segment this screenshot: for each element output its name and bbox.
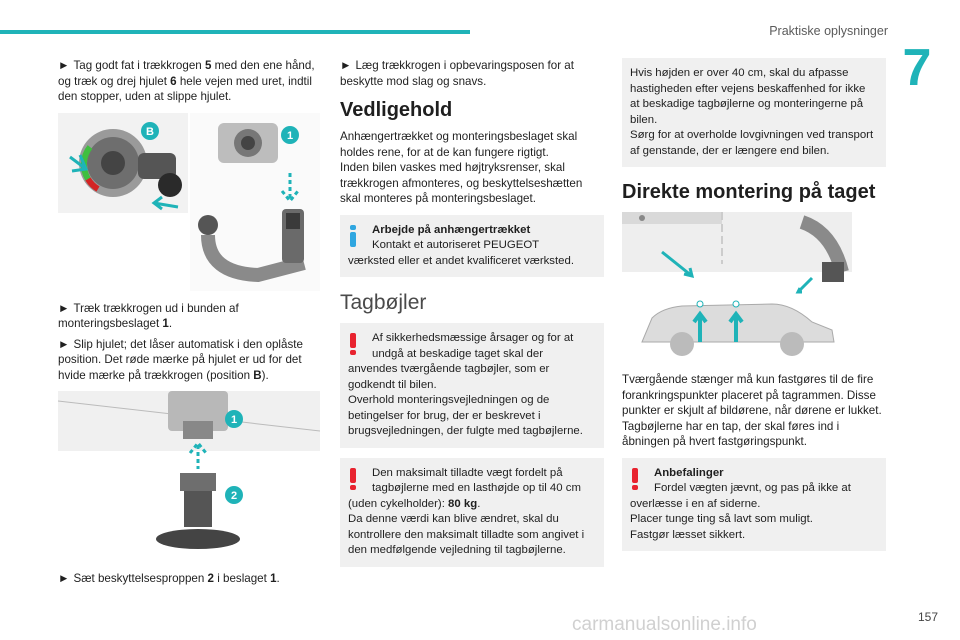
instruction-step-5: ►Læg trækkrogen i opbevaringsposen for a… xyxy=(340,59,574,88)
warning-box-roof-bars: Af sikkerhedsmæssige årsager og for at u… xyxy=(340,323,604,448)
info-icon xyxy=(350,224,356,247)
heading-roof-bars: Tagbøjler xyxy=(340,291,427,314)
header-accent-bar xyxy=(0,30,470,34)
column-right: Hvis højden er over 40 cm, skal du afpas… xyxy=(622,58,886,561)
instruction-step-3: ►Slip hjulet; det låser automatisk i den… xyxy=(58,337,303,382)
label-b-marker: B xyxy=(146,126,154,138)
section-title: Praktiske oplysninger xyxy=(769,24,888,38)
roof-mounting-text-1: Tværgående stænger må kun fastgøres til … xyxy=(622,373,882,417)
label-2-marker: 2 xyxy=(231,490,237,502)
roof-mounting-illustration xyxy=(622,212,852,356)
instruction-step-2: ►Træk trækkrogen ud i bunden af monterin… xyxy=(58,301,239,331)
label-1-marker: 1 xyxy=(231,414,237,426)
instruction-step-4: ►Sæt beskyttelsesproppen 2 i beslaget 1. xyxy=(58,572,280,585)
warning-icon xyxy=(632,467,638,490)
maintenance-text-2: Inden bilen vaskes med højtryksrenser, s… xyxy=(340,161,583,205)
maintenance-text-1: Anhængertrækket og monteringsbeslaget sk… xyxy=(340,130,578,159)
warning-box-recommendations: Anbefalinger Fordel vægten jævnt, og pas… xyxy=(622,457,886,551)
warning-icon xyxy=(350,467,356,490)
page-number: 157 xyxy=(917,610,938,624)
towbar-removal-illustration: B 1 xyxy=(58,112,320,291)
warning-box-max-weight: Den maksimalt tilladte vægt fordelt på t… xyxy=(340,457,604,567)
protective-plug-illustration: 1 2 xyxy=(58,391,320,549)
label-1-marker: 1 xyxy=(287,130,293,142)
heading-maintenance: Vedligehold xyxy=(340,99,453,121)
bullet-arrow-icon: ► xyxy=(340,59,352,72)
instruction-step-1: ►Tag godt fat i trækkrogen 5 med den ene… xyxy=(58,59,315,103)
column-middle: ►Læg trækkrogen i opbevaringsposen for a… xyxy=(340,58,604,577)
bullet-arrow-icon: ► xyxy=(58,301,70,315)
column-left: ►Tag godt fat i trækkrogen 5 med den ene… xyxy=(58,58,320,592)
note-box-load-height: Hvis højden er over 40 cm, skal du afpas… xyxy=(622,58,886,167)
watermark: carmanualsonline.info xyxy=(572,614,757,635)
warning-icon xyxy=(350,333,356,355)
roof-mounting-text-2: Tagbøjlerne har en tap, der skal føres i… xyxy=(622,419,840,449)
bullet-arrow-icon: ► xyxy=(58,337,70,351)
heading-direct-roof-mounting: Direkte montering på taget xyxy=(622,181,876,203)
bullet-arrow-icon: ► xyxy=(58,59,70,72)
bullet-arrow-icon: ► xyxy=(58,572,70,585)
info-box-towbar-work: Arbejde på anhængertrækket Kontakt et au… xyxy=(340,214,604,277)
chapter-number: 7 xyxy=(902,39,932,97)
